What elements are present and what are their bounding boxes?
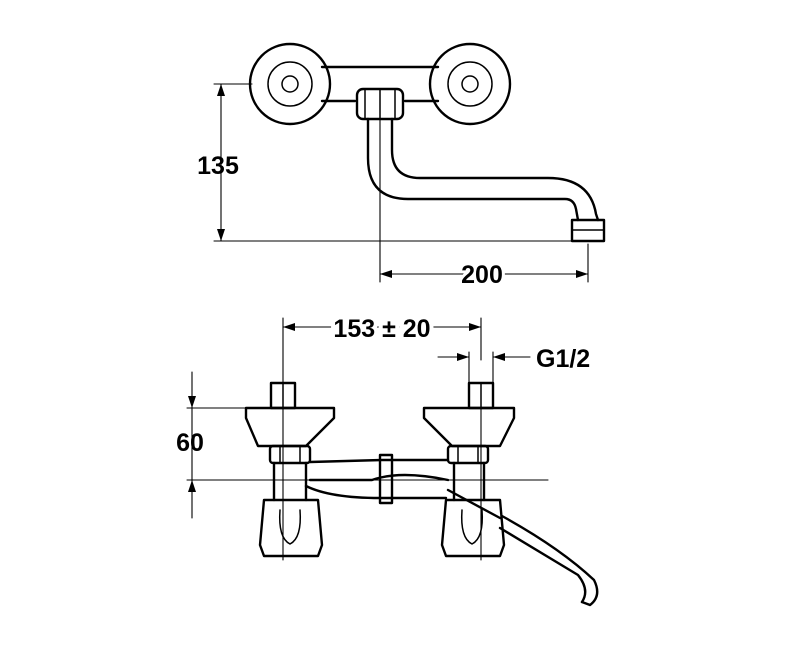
dim-label-top-reach: 200 — [461, 261, 503, 289]
bottom-view: 153 ± 20 G1/2 60 — [176, 311, 599, 607]
top-view: 135 200 — [197, 42, 606, 292]
dim-label-bottom-height: 60 — [176, 429, 204, 457]
dim-top-reach — [379, 118, 589, 283]
top-crossbar — [320, 65, 440, 103]
dim-label-thread: G1/2 — [536, 345, 590, 373]
top-right-rosette — [428, 42, 512, 126]
top-spout — [366, 117, 600, 222]
top-spout-nut — [355, 87, 405, 121]
top-left-rosette — [248, 42, 332, 126]
dim-top-height — [213, 83, 573, 242]
dim-center-distance — [282, 317, 482, 385]
bottom-crossbar — [308, 453, 450, 505]
bottom-left-valve — [244, 381, 336, 558]
bottom-center-lines — [282, 407, 482, 561]
dim-label-center-distance: 153 ± 20 — [333, 315, 430, 343]
dim-thread — [437, 351, 531, 385]
dim-label-top-height: 135 — [197, 152, 239, 180]
bottom-right-valve — [422, 381, 516, 558]
top-aerator — [570, 218, 606, 243]
bottom-spout — [304, 484, 599, 607]
